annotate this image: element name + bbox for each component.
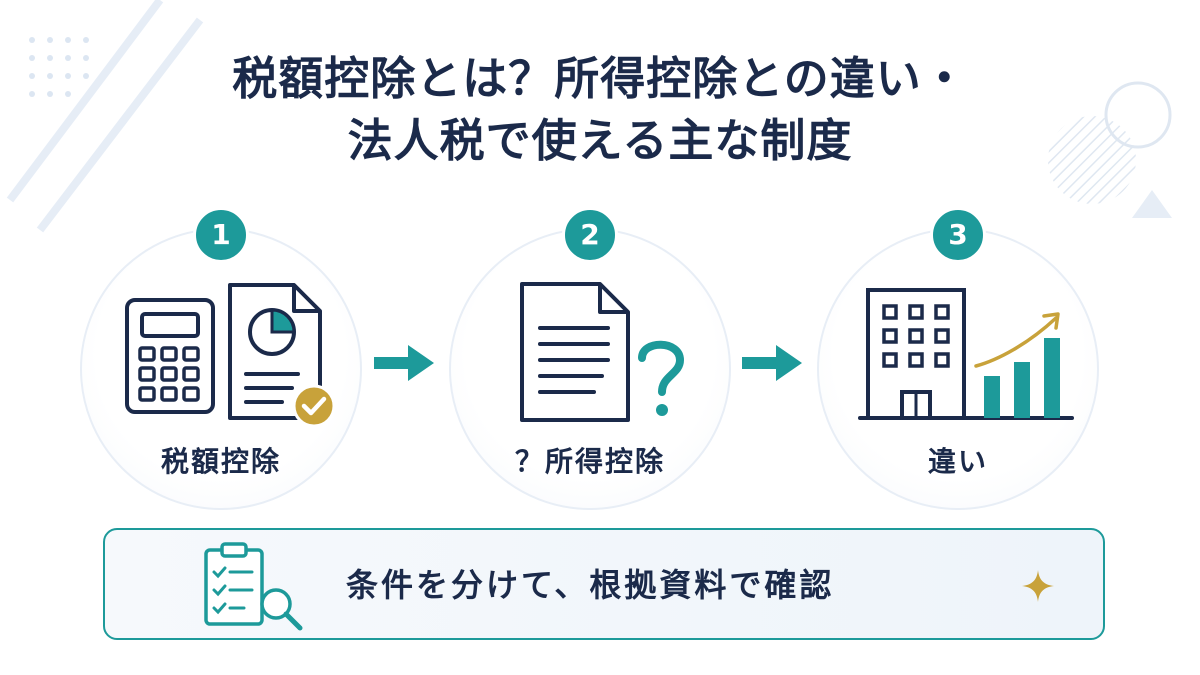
banner-text: 条件を分けて、根拠資料で確認 — [346, 566, 835, 604]
hatched-circle — [1048, 116, 1136, 204]
step-3-badge: 3 — [930, 207, 986, 263]
sparkle-icon — [1022, 570, 1054, 602]
step-3-label: 違い — [927, 445, 988, 478]
document-question-icon — [520, 282, 685, 422]
title-line-2: 法人税で使える主な制度 — [347, 114, 853, 167]
arrow-right-icon — [742, 345, 802, 381]
step-2-label: ？所得控除 — [514, 445, 665, 478]
building-growth-chart-icon — [858, 288, 1074, 420]
diagonal-stripes — [6, 0, 204, 233]
step-2-badge: 2 — [562, 207, 618, 263]
step-1-badge: 1 — [193, 207, 249, 263]
arrow-right-icon — [374, 345, 434, 381]
page-title: 税額控除とは？所得控除との違い・ 法人税で使える主な制度 — [0, 48, 1200, 172]
triangle-shape — [1132, 190, 1172, 218]
title-line-1: 税額控除とは？所得控除との違い・ — [232, 52, 968, 105]
outline-circle — [1104, 81, 1172, 149]
summary-banner — [103, 528, 1105, 640]
dot-pattern — [29, 37, 89, 97]
calculator-document-check-icon — [125, 283, 336, 428]
clipboard-magnifier-icon — [204, 542, 303, 631]
step-1-label: 税額控除 — [160, 445, 281, 478]
